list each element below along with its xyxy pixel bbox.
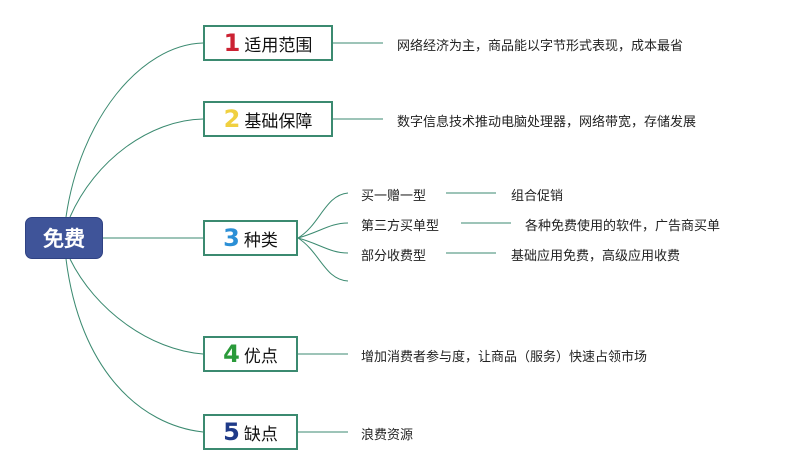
branch-2-number: 2 <box>223 105 241 133</box>
link-root-5 <box>65 258 204 433</box>
branch-5-node: 5 缺点 <box>203 414 298 450</box>
type-2-name: 第三方买单型 <box>361 219 440 234</box>
branch-2-detail: 数字信息技术推动电脑处理器，网络带宽，存储发展 <box>397 115 697 130</box>
link-root-4 <box>69 258 204 355</box>
type-3-desc: 基础应用免费，高级应用收费 <box>511 249 681 264</box>
type-1-name: 买一赠一型 <box>361 189 427 204</box>
branch-1-label: 适用范围 <box>244 35 313 56</box>
link-3-type-4 <box>297 237 349 282</box>
branch-4-detail: 增加消费者参与度，让商品（服务）快速占领市场 <box>361 350 648 365</box>
branch-5-detail: 浪费资源 <box>361 428 414 443</box>
type-1-desc: 组合促销 <box>511 189 564 204</box>
root-node: 免费 <box>25 217 103 259</box>
branch-3-number: 3 <box>223 224 240 252</box>
link-3-type-1 <box>297 192 349 239</box>
branch-2-node: 2 基础保障 <box>203 101 333 137</box>
link-3-type-2 <box>297 222 349 239</box>
branch-3-label: 种类 <box>243 230 278 251</box>
branch-2-label: 基础保障 <box>244 111 313 132</box>
branch-1-number: 1 <box>223 29 241 57</box>
branch-4-number: 4 <box>223 340 240 368</box>
branch-1-detail: 网络经济为主，商品能以字节形式表现，成本最省 <box>397 39 684 54</box>
type-3-name: 部分收费型 <box>361 249 427 264</box>
root-label: 免费 <box>43 227 85 251</box>
branch-5-label: 缺点 <box>243 424 278 445</box>
link-root-1 <box>65 42 204 218</box>
link-root-2 <box>69 118 204 218</box>
branch-1-node: 1 适用范围 <box>203 25 333 61</box>
branch-4-label: 优点 <box>243 346 278 367</box>
link-3-type-3 <box>297 237 349 254</box>
branch-3-node: 3 种类 <box>203 220 298 256</box>
type-2-desc: 各种免费使用的软件，广告商买单 <box>525 219 721 234</box>
branch-4-node: 4 优点 <box>203 336 298 372</box>
branch-5-number: 5 <box>223 418 240 446</box>
